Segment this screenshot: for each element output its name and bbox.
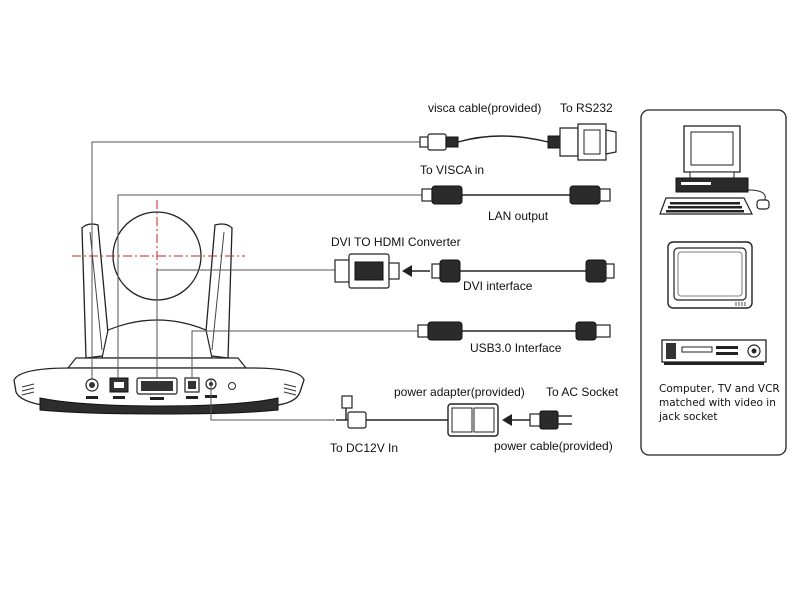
rs232-port (85, 378, 99, 399)
leader-wires (91, 141, 422, 421)
computer-icon (659, 125, 770, 215)
label-power-cable: power cable(provided) (494, 439, 613, 453)
side-caption-line3: jack socket (658, 411, 718, 423)
lan-cable (421, 185, 611, 205)
hdmi-cable (431, 259, 615, 283)
tv-icon (667, 241, 753, 309)
power-adapter (447, 403, 499, 437)
label-to-dc12v-in: To DC12V In (330, 441, 398, 455)
label-lan-output: LAN output (488, 209, 549, 223)
label-usb3-interface: USB3.0 Interface (470, 341, 562, 355)
ptz-camera (13, 200, 305, 415)
lan-port (109, 377, 129, 399)
label-dvi-hdmi-converter: DVI TO HDMI Converter (331, 235, 461, 249)
converter-arrow (402, 265, 430, 277)
dc-plug (336, 395, 448, 429)
power-arrow (502, 414, 530, 426)
usb-cable (417, 321, 611, 341)
side-panel: Computer, TV and VCR matched with video … (640, 109, 787, 456)
label-visca-cable: visca cable(provided) (428, 101, 541, 115)
label-to-rs232: To RS232 (560, 101, 613, 115)
side-caption-line1: Computer, TV and VCR (659, 383, 780, 395)
dvi-hdmi-converter (334, 253, 400, 289)
vcr-icon (661, 339, 767, 365)
visca-cable (419, 123, 617, 161)
label-to-ac-socket: To AC Socket (546, 385, 619, 399)
label-power-adapter: power adapter(provided) (394, 385, 525, 399)
label-dvi-interface: DVI interface (463, 279, 533, 293)
label-to-visca-in: To VISCA in (420, 163, 484, 177)
dvi-port (136, 377, 178, 400)
side-caption-line2: matched with video in (659, 397, 776, 409)
ac-plug (529, 410, 572, 430)
